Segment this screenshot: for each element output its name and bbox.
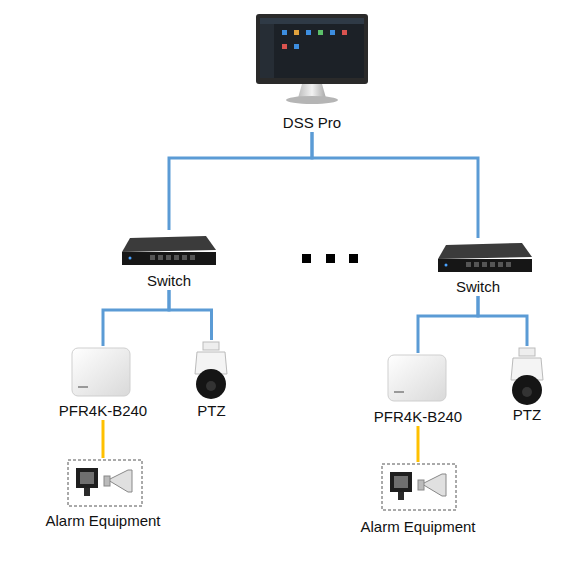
device-label: Alarm Equipment <box>323 518 513 536</box>
network-link <box>103 290 169 346</box>
device-label: Alarm Equipment <box>8 512 198 530</box>
ptz-camera-icon <box>195 342 227 399</box>
ptz-camera-icon <box>511 348 543 405</box>
device-label: DSS Pro <box>222 114 402 132</box>
ptz-camera: PTZ <box>185 340 238 420</box>
alarm-equipment-icons <box>382 464 456 510</box>
network-switch: Switch <box>118 230 220 290</box>
ellipsis-squares <box>302 254 358 263</box>
network-link <box>418 296 478 353</box>
device-label: PFR4K-B240 <box>23 402 183 420</box>
monitor-icon <box>256 14 368 104</box>
radar-device: PFR4K-B240 <box>43 346 163 420</box>
network-switch: Switch <box>425 238 531 296</box>
device-label: PTZ <box>165 402 258 420</box>
network-link <box>478 296 527 346</box>
ptz-camera: PTZ <box>500 346 554 424</box>
network-link <box>102 420 105 458</box>
network-link <box>312 132 478 238</box>
radar-device: PFR4K-B240 <box>356 353 480 426</box>
alarm-group: Alarm Equipment <box>343 462 493 536</box>
alarm-group: Alarm Equipment <box>28 458 178 530</box>
network-link <box>169 132 312 230</box>
network-link <box>169 290 212 340</box>
server-monitor: DSS Pro <box>242 12 382 132</box>
radar-device-icon <box>388 355 446 401</box>
device-label: Switch <box>405 278 551 296</box>
radar-device-icon <box>72 348 130 396</box>
switch-icon <box>122 236 216 265</box>
device-label: Switch <box>98 272 240 290</box>
network-link <box>417 426 420 462</box>
switch-icon <box>438 243 532 272</box>
alarm-equipment-icons <box>68 460 142 506</box>
device-label: PFR4K-B240 <box>336 408 500 426</box>
device-label: PTZ <box>480 406 574 424</box>
